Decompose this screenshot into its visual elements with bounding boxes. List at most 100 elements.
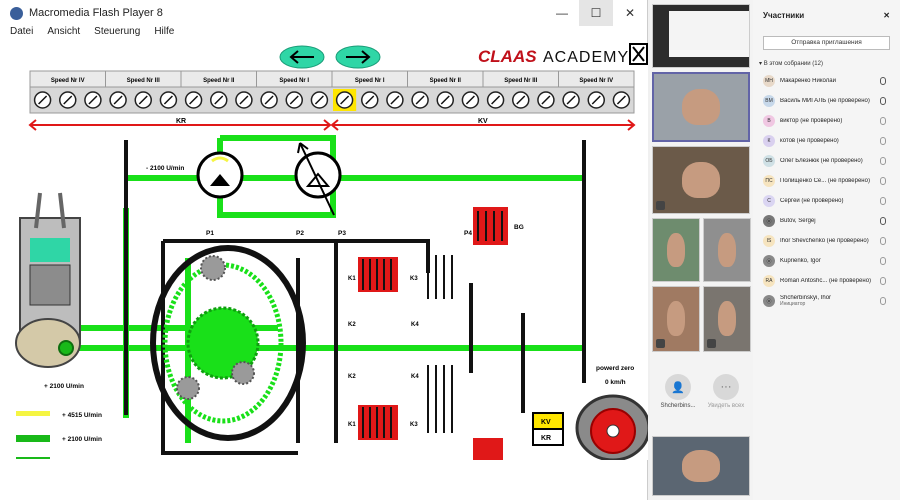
kv-label: KV xyxy=(478,118,488,125)
legend-swatch-green xyxy=(16,435,50,442)
speed-gauge-icon xyxy=(260,91,278,109)
shared-screen-tile[interactable] xyxy=(652,4,750,68)
participant-video-tile[interactable] xyxy=(703,218,751,282)
menu-hilfe[interactable]: Hilfe xyxy=(154,26,175,37)
participant-name-text: Василь МИГАЛЬ (не проверено) xyxy=(780,98,870,104)
minimize-button[interactable]: — xyxy=(556,6,568,20)
participant-name-text: котов (не проверено) xyxy=(780,138,839,144)
flash-app-icon xyxy=(10,6,23,20)
participant-name-text: Макаренко Николай xyxy=(780,78,836,84)
maximize-button[interactable]: ☐ xyxy=(579,0,613,26)
tractor-wheel xyxy=(575,394,648,460)
claas-logo: CLAAS xyxy=(478,47,537,66)
speed-label: Speed Nr III xyxy=(127,78,160,84)
participant-avatar: ОБ xyxy=(763,155,775,167)
avatar-tile[interactable]: 👤 Shcherbins... xyxy=(654,374,702,409)
participant-video-tile[interactable] xyxy=(652,72,750,142)
kr-label: KR xyxy=(176,118,186,125)
participant-name-text: Ihor Shevchenko (не проверено) xyxy=(780,238,869,244)
speed-label: Speed Nr II xyxy=(203,78,235,84)
mic-icon xyxy=(656,201,665,210)
legend-yellow-label: + 4515 U/min xyxy=(62,412,102,419)
speed-gauge-icon xyxy=(59,91,77,109)
participant-name: Ihor Shevchenko (не проверено) xyxy=(780,238,880,244)
video-column: 👤 Shcherbins... ··· Увидеть всех xyxy=(650,0,753,500)
mic-icon xyxy=(707,339,716,348)
participant-name: Butov, Sergej xyxy=(780,218,880,224)
menu-steuerung[interactable]: Steuerung xyxy=(94,26,141,37)
participant-video-tile[interactable] xyxy=(703,286,751,352)
participant-video-tile[interactable] xyxy=(652,286,700,352)
speed-gauge-icon xyxy=(159,91,178,109)
participant-name: Roman Antoshc... (не проверено) xyxy=(780,278,880,284)
participant-avatar: RA xyxy=(763,275,775,287)
p4-label: P4 xyxy=(464,230,472,237)
speed-gauge-icon xyxy=(386,91,404,109)
participant-name: Полищенко Се... (не проверено) xyxy=(780,178,880,184)
speed-gauge-icon xyxy=(235,91,253,109)
speed-gauge-icon xyxy=(109,91,127,109)
speed-gauge-icon xyxy=(285,91,303,109)
planetary-gearset xyxy=(150,245,306,441)
forward-arrow-button[interactable] xyxy=(335,45,381,69)
title-bar: Macromedia Flash Player 8 — ☐ ✕ xyxy=(0,0,647,26)
participant-face xyxy=(717,301,737,337)
send-invite-button[interactable]: Отправка приглашения xyxy=(763,36,890,50)
sim-close-icon[interactable] xyxy=(629,43,648,65)
participant-face xyxy=(681,449,721,482)
top-rpm-label: - 2100 U/min xyxy=(146,165,184,172)
participant-name-text: Shcherbinskyi, Ihor xyxy=(780,295,832,301)
participant-name: Макаренко Николай xyxy=(780,78,880,84)
close-button[interactable]: ✕ xyxy=(624,6,636,20)
see-all-button[interactable]: ··· Увидеть всех xyxy=(702,374,750,409)
speed-gauge-icon xyxy=(461,91,480,109)
participant-face xyxy=(717,232,737,267)
mic-muted-icon xyxy=(880,257,886,265)
participant-row[interactable]: ⦿Butov, Sergej xyxy=(753,211,900,231)
participant-avatar: ⦿ xyxy=(763,255,775,267)
speed-label: Speed Nr IV xyxy=(51,78,85,84)
legend-green-label: + 2100 U/min xyxy=(62,436,102,443)
k4-bottom-label: K4 xyxy=(411,374,419,380)
speed-label: Speed Nr II xyxy=(430,78,462,84)
speed-label: Speed Nr I xyxy=(279,78,309,84)
participant-avatar: В xyxy=(763,115,775,127)
participant-video-tile[interactable] xyxy=(652,146,750,214)
participant-name: Kuprienko, Igor xyxy=(780,258,880,264)
kv-box-label: KV xyxy=(541,419,551,426)
academy-text: ACADEMY xyxy=(543,49,629,66)
participant-row[interactable]: RA Roman Antoshc... (не проверено) xyxy=(753,271,900,291)
participant-avatar: ⦿ xyxy=(763,295,775,307)
speed-gauge-icon xyxy=(184,91,203,109)
in-meeting-section[interactable]: ▾ В этом собрании (12) xyxy=(759,61,823,67)
k3-bottom-label: K3 xyxy=(410,422,418,428)
participant-row[interactable]: ⦿ Kuprienko, Igor xyxy=(753,251,900,271)
menu-datei[interactable]: Datei xyxy=(10,26,34,37)
participant-video-tile[interactable] xyxy=(652,436,750,496)
back-arrow-button[interactable] xyxy=(279,45,325,69)
participant-video-tile[interactable] xyxy=(652,218,700,282)
engine-rpm-label: + 2100 U/min xyxy=(44,383,84,390)
menu-ansicht[interactable]: Ansicht xyxy=(47,26,81,37)
speed-gauge-icon xyxy=(210,91,228,109)
clutch-packs xyxy=(358,207,508,460)
speed-gauge-icon xyxy=(587,91,605,109)
speed-gauge-icon xyxy=(512,91,530,109)
menu-bar: Datei Ansicht Steuerung Hilfe xyxy=(0,26,647,42)
speed-gauge-icon xyxy=(310,91,329,109)
speed-gauge-icon xyxy=(361,91,379,109)
participant-name: Сергей (не проверено) xyxy=(780,198,880,204)
kr-box-label: KR xyxy=(541,435,551,442)
close-panel-icon[interactable]: ✕ xyxy=(883,10,890,20)
